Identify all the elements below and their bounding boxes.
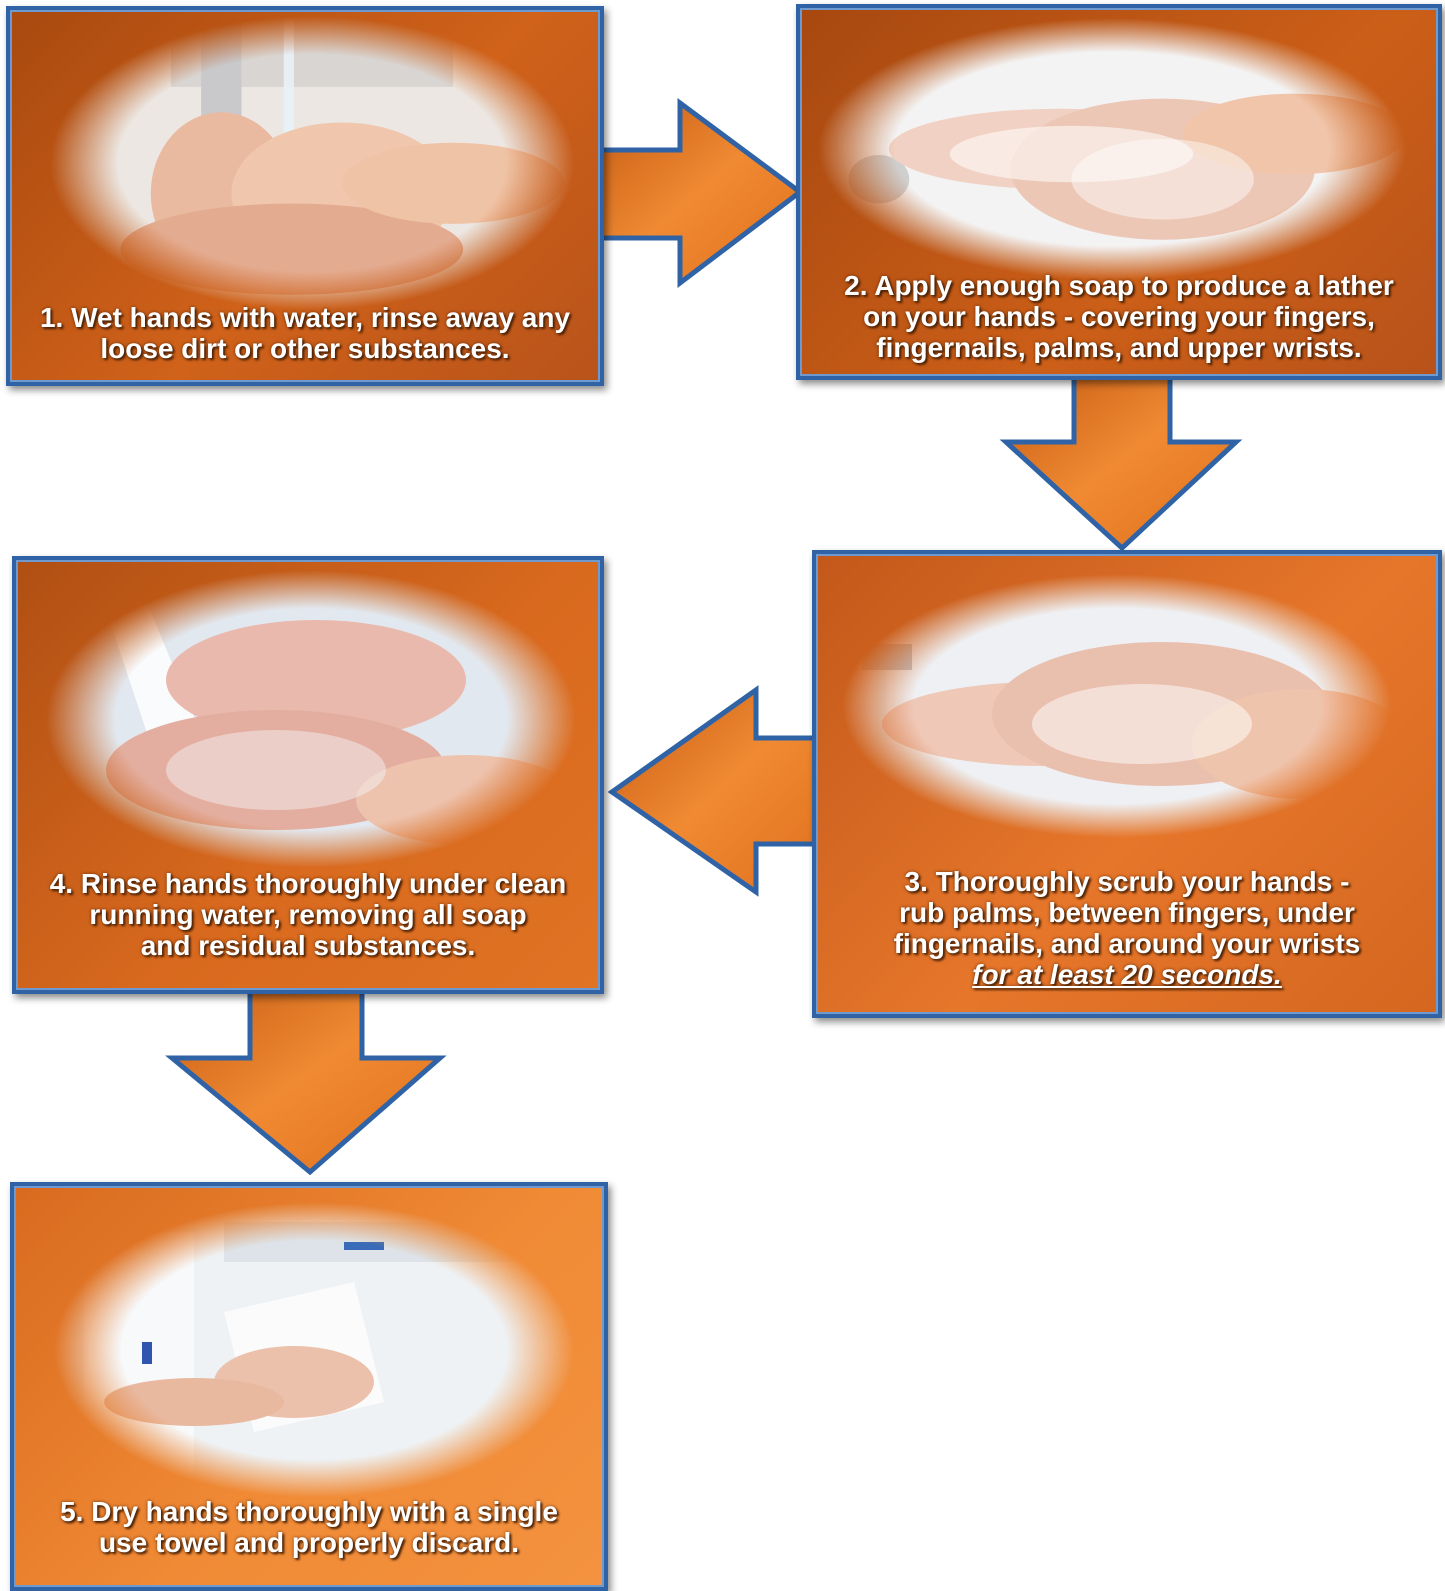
step-1-line-2: loose dirt or other substances. xyxy=(20,333,590,364)
hands-rinsing-image xyxy=(46,570,576,868)
step-3-emphasis: for at least 20 seconds. xyxy=(826,959,1428,990)
arrow-step2-to-step3 xyxy=(1006,372,1236,548)
step-5-box: 5. Dry hands thoroughly with a single us… xyxy=(10,1182,608,1591)
step-1-line-1: 1. Wet hands with water, rinse away any xyxy=(20,302,590,333)
step-4-line-2: running water, removing all soap xyxy=(26,899,590,930)
step-1-caption: 1. Wet hands with water, rinse away any … xyxy=(20,302,590,364)
step-5-caption: 5. Dry hands thoroughly with a single us… xyxy=(24,1496,594,1558)
step-3-line-2: rub palms, between fingers, under xyxy=(826,897,1428,928)
paper-towel-drying-image xyxy=(54,1202,574,1498)
step-3-line-3: fingernails, and around your wrists xyxy=(826,928,1428,959)
step-3-box: 3. Thoroughly scrub your hands - rub pal… xyxy=(812,550,1442,1018)
step-2-line-1: 2. Apply enough soap to produce a lather xyxy=(810,270,1428,301)
step-5-line-1: 5. Dry hands thoroughly with a single xyxy=(24,1496,594,1527)
step-2-box: 2. Apply enough soap to produce a lather… xyxy=(796,4,1442,380)
arrow-step4-to-step5 xyxy=(172,978,440,1172)
step-1-box: 1. Wet hands with water, rinse away any … xyxy=(6,6,604,386)
step-3-caption: 3. Thoroughly scrub your hands - rub pal… xyxy=(826,866,1428,990)
step-4-line-3: and residual substances. xyxy=(26,930,590,961)
step-2-caption: 2. Apply enough soap to produce a lather… xyxy=(810,270,1428,363)
step-4-line-1: 4. Rinse hands thoroughly under clean xyxy=(26,868,590,899)
step-4-caption: 4. Rinse hands thoroughly under clean ru… xyxy=(26,868,590,961)
step-5-line-2: use towel and properly discard. xyxy=(24,1527,594,1558)
soapy-hands-lather-image xyxy=(818,18,1406,280)
arrow-step3-to-step4 xyxy=(612,690,822,892)
hands-scrubbing-image xyxy=(842,574,1392,838)
arrow-step1-to-step2 xyxy=(596,103,800,283)
step-4-box: 4. Rinse hands thoroughly under clean ru… xyxy=(12,556,604,994)
step-3-line-1: 3. Thoroughly scrub your hands - xyxy=(826,866,1428,897)
hands-under-running-water-image xyxy=(50,16,574,310)
step-2-line-2: on your hands - covering your fingers, xyxy=(810,301,1428,332)
step-2-line-3: fingernails, palms, and upper wrists. xyxy=(810,332,1428,363)
